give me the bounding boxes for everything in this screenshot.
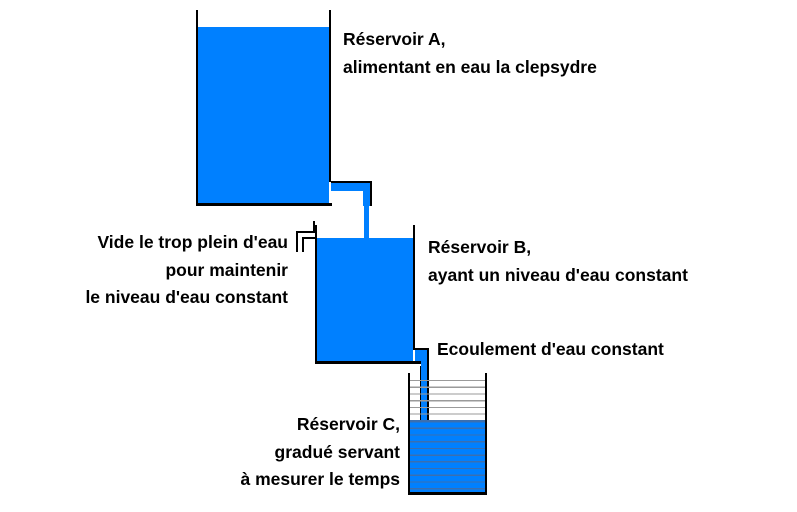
label-line: à mesurer le temps	[240, 469, 400, 489]
outlet-pipe-a-top-edge	[331, 181, 372, 183]
label-line: Réservoir B,	[428, 237, 532, 257]
reservoir-b-bottom	[315, 361, 421, 364]
spout-b-top-edge	[415, 348, 429, 350]
water-stream-a-to-b	[364, 205, 369, 239]
label-line: le niveau d'eau constant	[85, 287, 288, 307]
reservoir-a-label: Réservoir A, alimentant en eau la clepsy…	[343, 26, 597, 81]
overflow-tube-segment	[296, 231, 298, 252]
reservoir-c-bottom	[408, 492, 487, 495]
label-line: alimentant en eau la clepsydre	[343, 56, 597, 77]
label-line: gradué servant	[274, 441, 400, 462]
overflow-tube-segment	[302, 237, 315, 239]
reservoir-c-right-wall	[485, 373, 487, 494]
flow-label: Ecoulement d'eau constant	[437, 336, 664, 364]
overflow-tube-segment	[313, 221, 315, 232]
reservoir-b-label: Réservoir B, ayant un niveau d'eau const…	[428, 234, 688, 289]
reservoir-c-left-wall	[408, 373, 410, 494]
spout-b-water	[415, 350, 427, 361]
outlet-pipe-a-right-edge	[370, 181, 372, 206]
overflow-tube-segment	[302, 237, 304, 252]
outlet-pipe-a-horizontal	[331, 183, 364, 191]
reservoir-a-bottom	[196, 203, 332, 206]
outlet-pipe-a-vertical	[363, 183, 370, 206]
reservoir-b-water	[317, 238, 413, 361]
reservoir-c-graduations	[410, 380, 485, 420]
reservoir-c-water	[410, 420, 485, 493]
label-line: Réservoir A,	[343, 29, 446, 49]
label-line: Ecoulement d'eau constant	[437, 339, 664, 359]
reservoir-b-left-wall	[315, 225, 317, 364]
reservoir-a-left-wall	[196, 10, 198, 205]
label-line: Vide le trop plein d'eau	[97, 232, 288, 252]
overflow-tube-segment	[296, 231, 315, 233]
reservoir-a-water	[198, 27, 329, 203]
label-line: ayant un niveau d'eau constant	[428, 264, 688, 285]
reservoir-b-right-wall	[413, 225, 415, 350]
reservoir-a-right-wall	[329, 10, 331, 182]
overflow-label: Vide le trop plein d'eau pour maintenir …	[85, 229, 288, 312]
reservoir-c-label: Réservoir C, gradué servant à mesurer le…	[240, 411, 400, 494]
label-line: pour maintenir	[165, 259, 288, 280]
label-line: Réservoir C,	[296, 414, 400, 434]
